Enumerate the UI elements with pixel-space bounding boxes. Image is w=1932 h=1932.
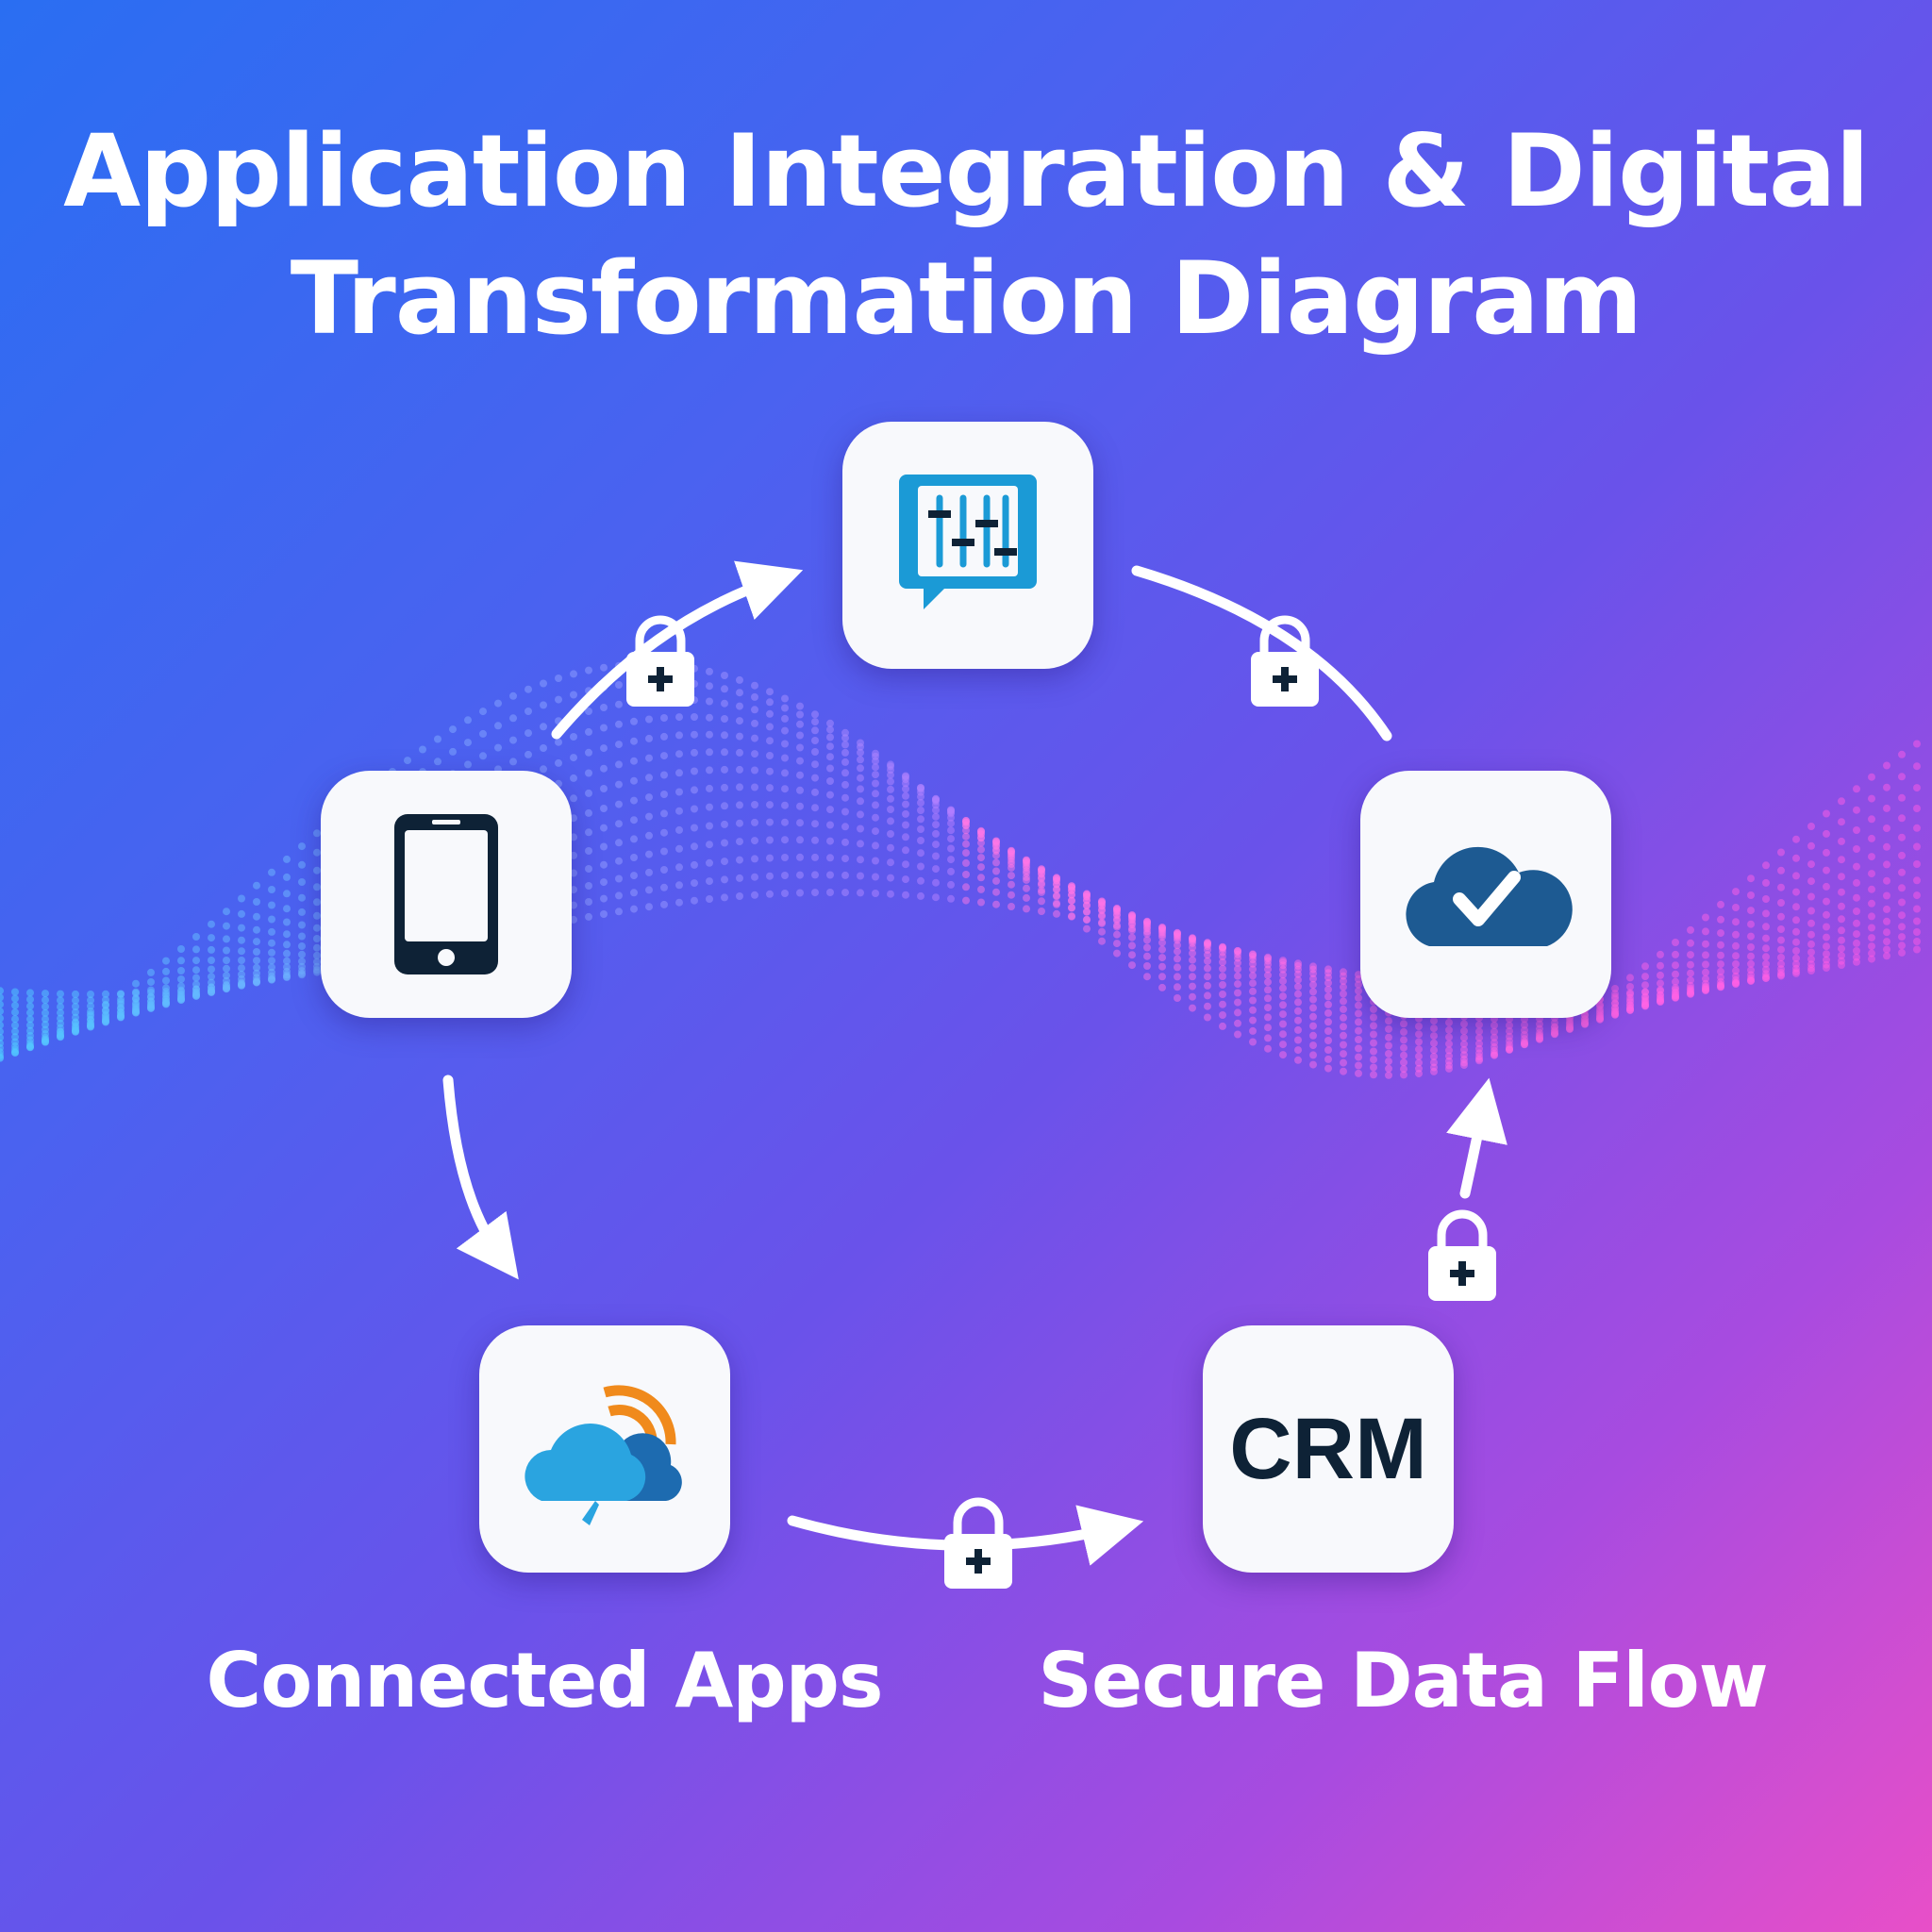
cloud-check-icon [1406, 846, 1573, 946]
title-line-2: Transformation Diagram [290, 241, 1642, 357]
node-dashboard[interactable] [842, 422, 1093, 669]
title-line-1: Application Integration & Digital [63, 113, 1870, 229]
label-connected-apps: Connected Apps [206, 1637, 884, 1724]
lock-icon [626, 615, 694, 707]
node-connected-cloud[interactable] [479, 1325, 730, 1573]
node-mobile[interactable] [321, 771, 572, 1018]
cloud-signal-icon [525, 1385, 682, 1525]
arrow-phone-to-top [551, 560, 804, 740]
node-cloud-sync[interactable] [1360, 771, 1611, 1018]
lock-icon [1251, 615, 1319, 707]
arrow-top-to-cloud [1131, 565, 1392, 741]
arrow-crm-to-cloud [1446, 1077, 1507, 1199]
dashboard-chat-icon [899, 475, 1037, 609]
smartphone-icon [394, 814, 498, 974]
lock-icon [944, 1497, 1012, 1589]
node-crm[interactable]: CRM [1203, 1325, 1454, 1573]
arrow-phone-to-weather [442, 1074, 519, 1280]
crm-label: CRM [1229, 1400, 1427, 1497]
label-secure-data-flow: Secure Data Flow [1038, 1637, 1768, 1724]
lock-icon [1428, 1209, 1496, 1301]
